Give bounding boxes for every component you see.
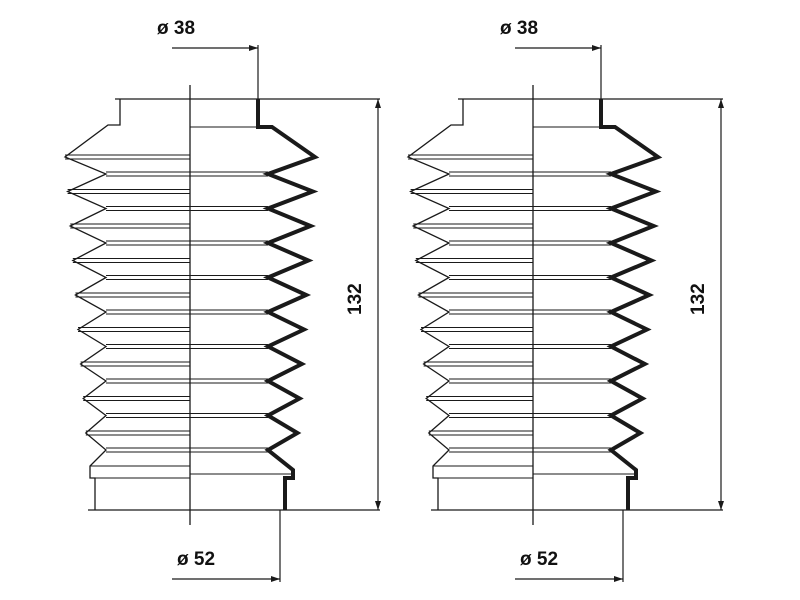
top-diameter-label: ø 38 bbox=[157, 18, 195, 39]
right-section-profile bbox=[599, 99, 663, 510]
bottom-diameter-label: ø 52 bbox=[520, 549, 558, 570]
bellows-boot-right: ø 38 ø 52 132 bbox=[406, 18, 724, 582]
height-label: 132 bbox=[345, 283, 366, 315]
bottom-diameter-label: ø 52 bbox=[177, 549, 215, 570]
top-diameter-label: ø 38 bbox=[500, 18, 538, 39]
left-outer-profile bbox=[406, 99, 464, 510]
height-label: 132 bbox=[688, 283, 709, 315]
bellows-boot-left: ø 38 ø 52 132 bbox=[63, 18, 381, 582]
right-section-profile bbox=[256, 99, 320, 510]
left-outer-profile bbox=[63, 99, 121, 510]
